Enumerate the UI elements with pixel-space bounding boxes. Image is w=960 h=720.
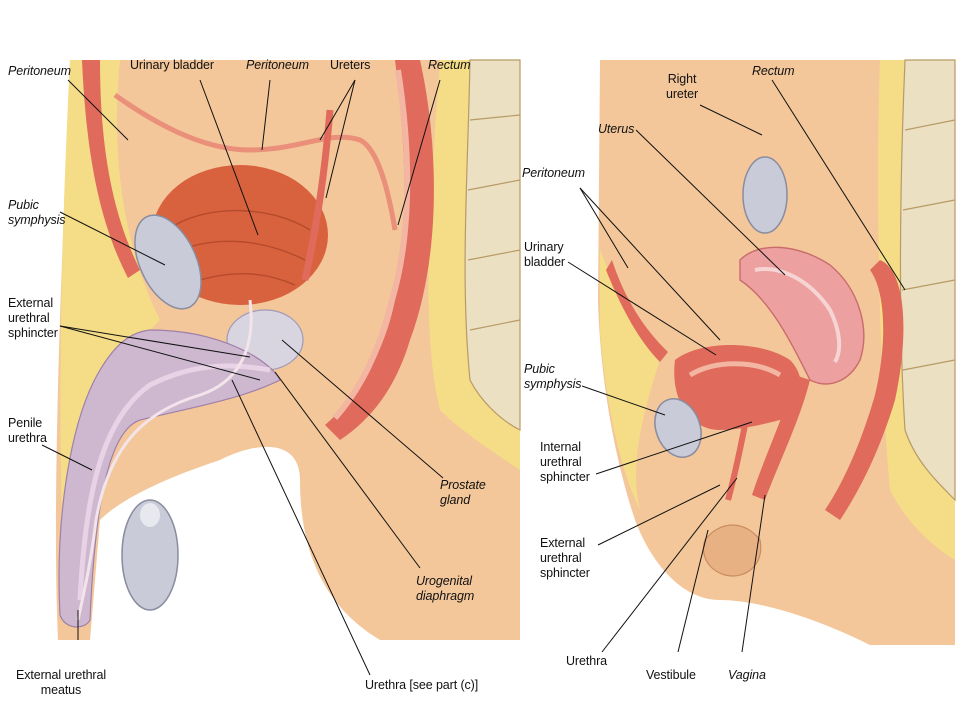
label-female-right-ureter: Right ureter	[666, 72, 699, 101]
male-pubic-symphysis	[134, 214, 202, 310]
male-testis	[121, 499, 179, 611]
label-male-external-urethral-sphincter: External urethral sphincter	[8, 296, 58, 340]
label-male-urethra: Urethra [see part (c)]	[365, 678, 479, 692]
male-ureter	[301, 109, 334, 281]
label-male-peritoneum-left: Peritoneum	[8, 64, 71, 78]
female-body	[598, 60, 955, 645]
female-urethra	[725, 424, 748, 501]
label-male-pubic-symphysis: Pubic symphysis	[8, 198, 66, 227]
label-female-urinary-bladder: Urinary bladder	[524, 240, 565, 269]
female-uterus	[739, 246, 865, 385]
female-sacrum	[899, 59, 956, 502]
label-female-pubic-symphysis: Pubic symphysis	[524, 362, 582, 391]
label-female-rectum: Rectum	[752, 64, 795, 78]
male-abdominal-muscle	[82, 60, 140, 278]
label-female-urethra: Urethra	[566, 654, 607, 668]
label-female-vagina: Vagina	[728, 668, 766, 682]
female-labia	[703, 524, 762, 577]
label-female-peritoneum: Peritoneum	[522, 166, 585, 180]
female-vagina	[752, 375, 810, 500]
label-male-urogenital-diaphragm: Urogenital diaphragm	[416, 574, 475, 603]
female-abdominal-muscle	[606, 260, 668, 362]
label-female-external-urethral-sphincter: External urethral sphincter	[540, 536, 590, 580]
male-peritoneum-line	[113, 92, 398, 231]
label-male-peritoneum-top: Peritoneum	[246, 58, 309, 72]
male-section	[52, 52, 522, 652]
female-fat-front	[600, 250, 660, 510]
label-male-penile-urethra: Penile urethra	[8, 416, 47, 445]
label-female-internal-urethral-sphincter: Internal urethral sphincter	[540, 440, 590, 484]
label-female-vestibule: Vestibule	[646, 668, 696, 682]
label-male-rectum: Rectum	[428, 58, 471, 72]
label-female-uterus: Uterus	[598, 122, 635, 136]
female-section	[595, 52, 956, 652]
label-male-ureters: Ureters	[330, 58, 371, 72]
female-rectum	[825, 260, 904, 520]
leader-lines	[41, 79, 906, 676]
male-sacrum	[464, 59, 521, 431]
male-penis	[58, 329, 281, 628]
female-ovary	[742, 156, 788, 234]
label-male-external-urethral-meatus: External urethral meatus	[16, 668, 107, 697]
label-male-prostate-gland: Prostate gland	[440, 478, 486, 507]
label-male-urinary-bladder: Urinary bladder	[130, 58, 214, 72]
male-urethra	[76, 299, 253, 621]
